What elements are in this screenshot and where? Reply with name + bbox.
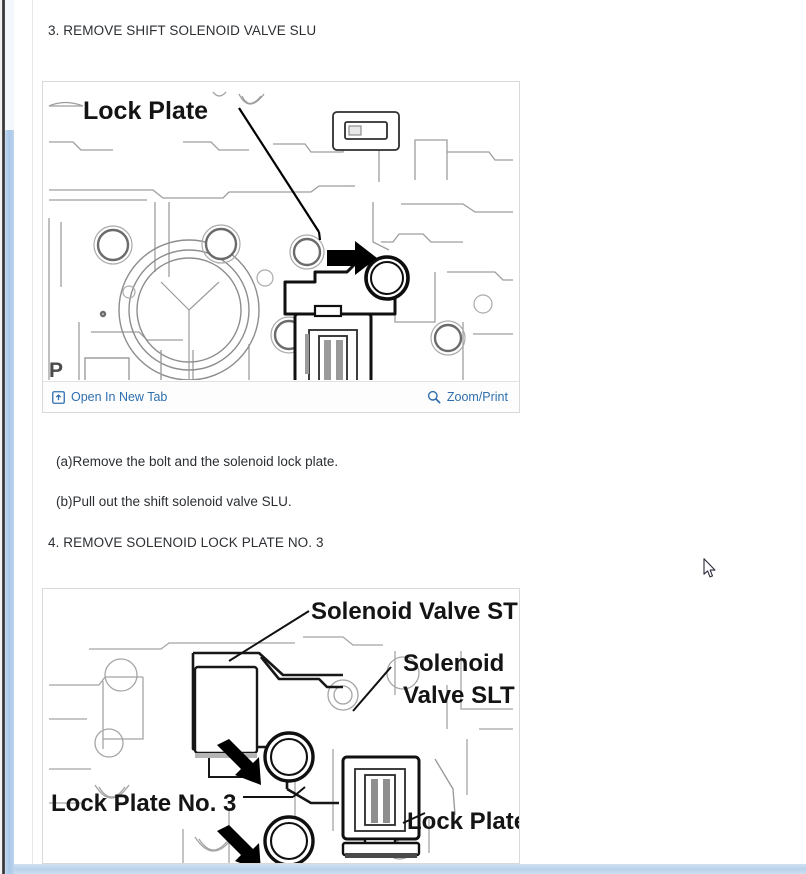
figure-2-callout-solenoid-valve-st: Solenoid Valve ST [311,598,518,625]
figure-container-1: Lock Plate P [42,81,520,413]
step-heading-4: 4. REMOVE SOLENOID LOCK PLATE NO. 3 [48,535,324,550]
substep-a: (a)Remove the bolt and the solenoid lock… [56,454,339,469]
window-border-shadow [2,0,5,874]
window-outer-edge [0,0,2,874]
valve-body-diagram-1: Lock Plate P [43,82,519,380]
open-in-new-tab-icon [52,390,65,404]
magnifier-icon [427,390,441,404]
figure-2-diagram: Solenoid Valve ST Solenoid Valve SLT Loc… [43,589,519,863]
arrow-indicator-upper [217,739,261,785]
figure-2-callout-lock-plate-no-3: Lock Plate No. 3 [51,790,236,817]
valve-body-diagram-2: Solenoid Valve ST Solenoid Valve SLT Loc… [43,589,519,863]
arrow-indicator [327,241,377,275]
figure-1-callout-lock-plate: Lock Plate [83,97,208,125]
figure-1-toolbar: Open In New Tab Zoom/Print [43,381,519,412]
step-heading-3: 3. REMOVE SHIFT SOLENOID VALVE SLU [48,23,317,38]
vertical-scrollbar-thumb[interactable] [5,130,14,874]
figure-1-diagram: Lock Plate P [43,82,519,380]
figure-container-2: Solenoid Valve ST Solenoid Valve SLT Loc… [42,588,520,864]
horizontal-scrollbar[interactable] [14,864,806,874]
figure-1-corner-mark: P [49,359,63,380]
figure-2-callout-solenoid-valve-slt-line2: Valve SLT [403,682,515,709]
zoom-print-button[interactable]: Zoom/Print [427,390,508,404]
open-in-new-tab-button[interactable]: Open In New Tab [52,390,167,404]
open-in-new-tab-label: Open In New Tab [71,390,168,404]
figure-2-callout-lock-plate: Lock Plate [407,808,519,835]
figure-2-callout-solenoid-valve-slt-line1: Solenoid [403,650,504,677]
content-pane-divider [32,0,33,866]
arrow-indicator-lower [217,825,261,863]
document-content-pane: 3. REMOVE SHIFT SOLENOID VALVE SLU [33,0,806,864]
substep-b: (b)Pull out the shift solenoid valve SLU… [56,494,292,509]
zoom-print-label: Zoom/Print [446,390,508,404]
